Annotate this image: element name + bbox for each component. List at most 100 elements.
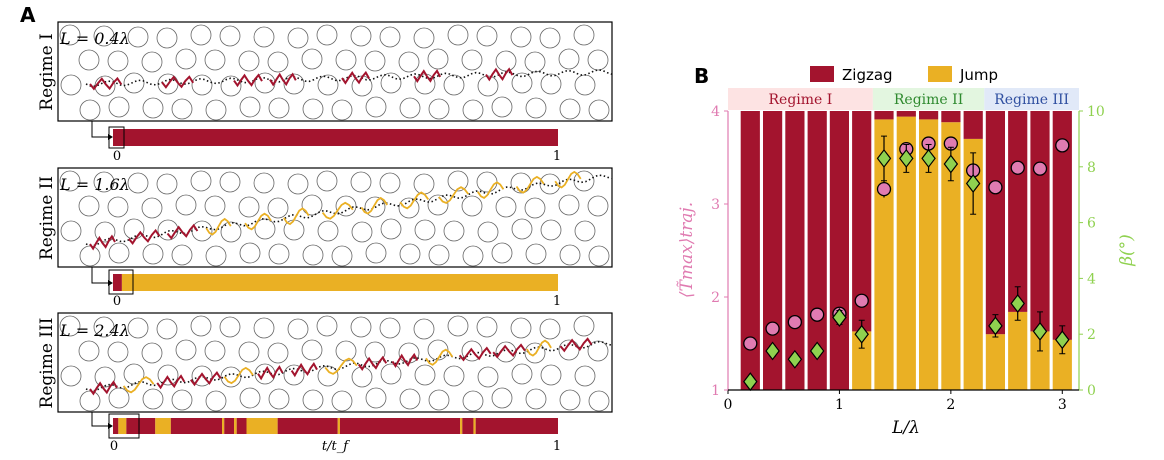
jump-segment: [476, 181, 505, 199]
obstacle: [59, 170, 81, 192]
obstacle: [477, 366, 499, 388]
zigzag-segment: [290, 361, 318, 378]
obstacle: [220, 221, 242, 243]
bar-zigzag: [941, 111, 961, 123]
obstacle: [380, 72, 402, 94]
y-right-tick-label: 6: [1087, 216, 1096, 232]
diamond-marker: [1055, 330, 1070, 350]
obstacle: [219, 316, 241, 338]
obstacle: [78, 49, 100, 71]
obstacle: [462, 245, 484, 267]
jump-segment: [360, 196, 388, 215]
y-right-tick-label: 8: [1087, 160, 1096, 176]
regime-band: [872, 88, 985, 110]
regime-1-zoom-box: [108, 126, 125, 149]
legend-swatch-jump: [928, 66, 952, 82]
bar-zigzag: [963, 111, 983, 139]
obstacle: [588, 245, 610, 267]
obstacle: [511, 72, 533, 94]
circle-marker: [809, 307, 825, 322]
timeline-segment-jump: [121, 274, 559, 291]
obstacle: [317, 220, 339, 242]
regime-3-name: Regime III: [37, 318, 57, 409]
x-tick-label: 0: [724, 397, 733, 413]
obstacle: [350, 316, 372, 338]
bar-jump: [963, 138, 983, 390]
zigzag-segment: [341, 70, 371, 85]
obstacle: [365, 387, 387, 409]
jump-segment: [425, 348, 454, 366]
regime-band: [984, 88, 1079, 110]
jump-segment: [526, 339, 552, 357]
obstacle: [477, 221, 499, 243]
obstacle: [511, 363, 533, 385]
obstacle: [413, 27, 435, 49]
timeline-segment-jump: [460, 418, 463, 434]
obstacle: [525, 388, 547, 410]
zigzag-segment: [166, 223, 199, 240]
circle-marker: [743, 336, 758, 351]
timeline-segment-zigzag: [113, 274, 122, 291]
zigzag-segment: [391, 352, 419, 369]
obstacle: [335, 49, 357, 71]
obstacle: [60, 365, 82, 387]
obstacle: [573, 170, 595, 192]
regime-2-timeline-start: 0: [113, 294, 121, 309]
regime-1-timeline-start: 0: [113, 149, 121, 164]
obstacle: [399, 97, 421, 119]
obstacle: [510, 26, 532, 48]
obstacle: [267, 342, 289, 364]
obstacle: [219, 25, 241, 47]
obstacle: [205, 99, 227, 121]
regime-band-label: Regime III: [994, 92, 1069, 108]
bar-zigzag: [852, 111, 872, 332]
bar-jump: [1052, 339, 1072, 390]
obstacle: [287, 27, 309, 49]
obstacle: [205, 390, 227, 412]
obstacle: [331, 390, 353, 412]
regime-3-timeline-xlabel: t/t_f: [322, 439, 350, 454]
obstacle: [253, 26, 275, 48]
obstacle: [78, 340, 100, 362]
y-left-tick-label: 3: [711, 197, 720, 213]
zigzag-segment: [559, 337, 593, 353]
zigzag-segment: [458, 346, 492, 362]
regime-band: [728, 88, 873, 110]
panel-label-a: A: [20, 3, 36, 27]
timeline-segment-zigzag: [339, 418, 461, 434]
timeline-segment-jump: [118, 418, 127, 434]
obstacle: [59, 24, 81, 46]
obstacle: [287, 318, 309, 340]
obstacle: [268, 388, 290, 410]
obstacle: [558, 48, 580, 70]
obstacle: [141, 197, 163, 219]
obstacle: [302, 98, 324, 120]
obstacle: [540, 364, 562, 386]
regime-1-arrow: [91, 121, 108, 138]
obstacle: [398, 197, 420, 219]
regime-3-obstacles: [59, 315, 610, 412]
obstacle: [302, 389, 324, 411]
bar-zigzag: [829, 111, 849, 390]
obstacle: [171, 98, 193, 120]
circle-marker: [765, 321, 780, 336]
obstacle: [191, 365, 213, 387]
x-tick-label: 1: [835, 397, 844, 413]
bar-zigzag: [763, 111, 783, 390]
legend-label-jump: Jump: [959, 66, 998, 84]
obstacle: [398, 51, 420, 73]
obstacle: [316, 170, 338, 192]
obstacle: [491, 96, 513, 118]
obstacle: [254, 218, 276, 240]
timeline-segment-zigzag: [224, 418, 235, 434]
y-right-tick-label: 4: [1087, 271, 1096, 287]
obstacle: [157, 364, 179, 386]
obstacle: [59, 315, 81, 337]
obstacle: [141, 51, 163, 73]
obstacle: [511, 218, 533, 240]
obstacle: [351, 221, 373, 243]
timeline-segment-jump: [155, 418, 171, 434]
obstacle: [205, 245, 227, 267]
